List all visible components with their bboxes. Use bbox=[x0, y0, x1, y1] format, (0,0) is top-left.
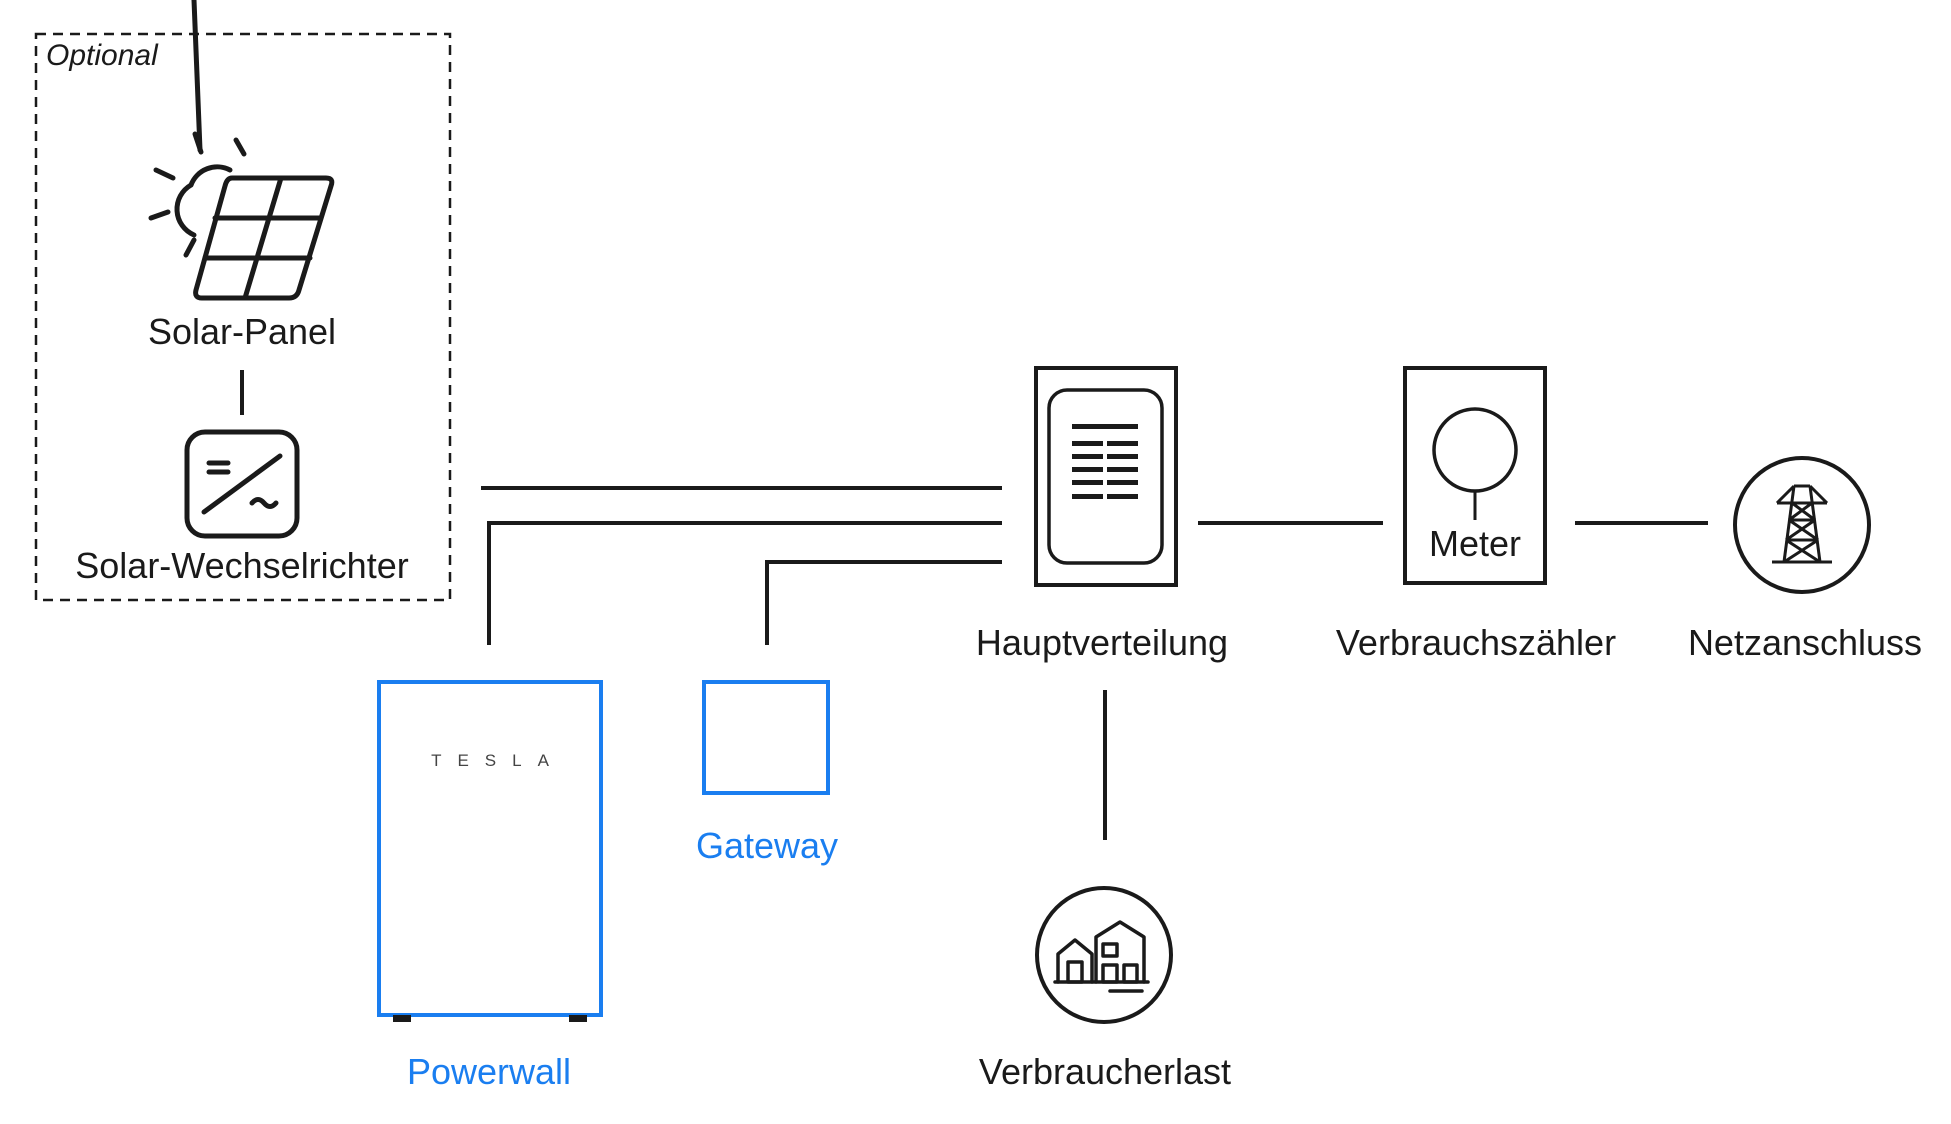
distribution-panel-icon bbox=[1034, 366, 1178, 587]
solar-panel-icon bbox=[148, 0, 335, 301]
powerwall-unit: TESLA bbox=[377, 680, 603, 1022]
gateway-label: Gateway bbox=[696, 825, 838, 866]
grid-label: Netzanschluss bbox=[1688, 622, 1922, 663]
powerwall-label: Powerwall bbox=[407, 1051, 571, 1092]
gateway-unit bbox=[702, 680, 830, 795]
optional-group-box bbox=[34, 32, 452, 602]
meter-label: Verbrauchszähler bbox=[1336, 622, 1616, 663]
meter-icon: Meter bbox=[1403, 366, 1547, 585]
optional-label: Optional bbox=[46, 39, 159, 72]
power-tower-icon bbox=[1733, 456, 1871, 594]
powerwall-line bbox=[487, 521, 1002, 645]
main-panel-label: Hauptverteilung bbox=[976, 622, 1228, 663]
meter-inner-label: Meter bbox=[1429, 523, 1521, 564]
loads-label: Verbraucherlast bbox=[979, 1051, 1231, 1092]
houses-icon bbox=[1035, 886, 1173, 1024]
solar-panel-label: Solar-Panel bbox=[148, 311, 336, 352]
powerwall-brand: TESLA bbox=[431, 751, 565, 770]
gateway-line bbox=[765, 560, 1002, 645]
inverter-icon bbox=[184, 429, 300, 539]
solar-inverter-label: Solar-Wechselrichter bbox=[75, 545, 408, 586]
